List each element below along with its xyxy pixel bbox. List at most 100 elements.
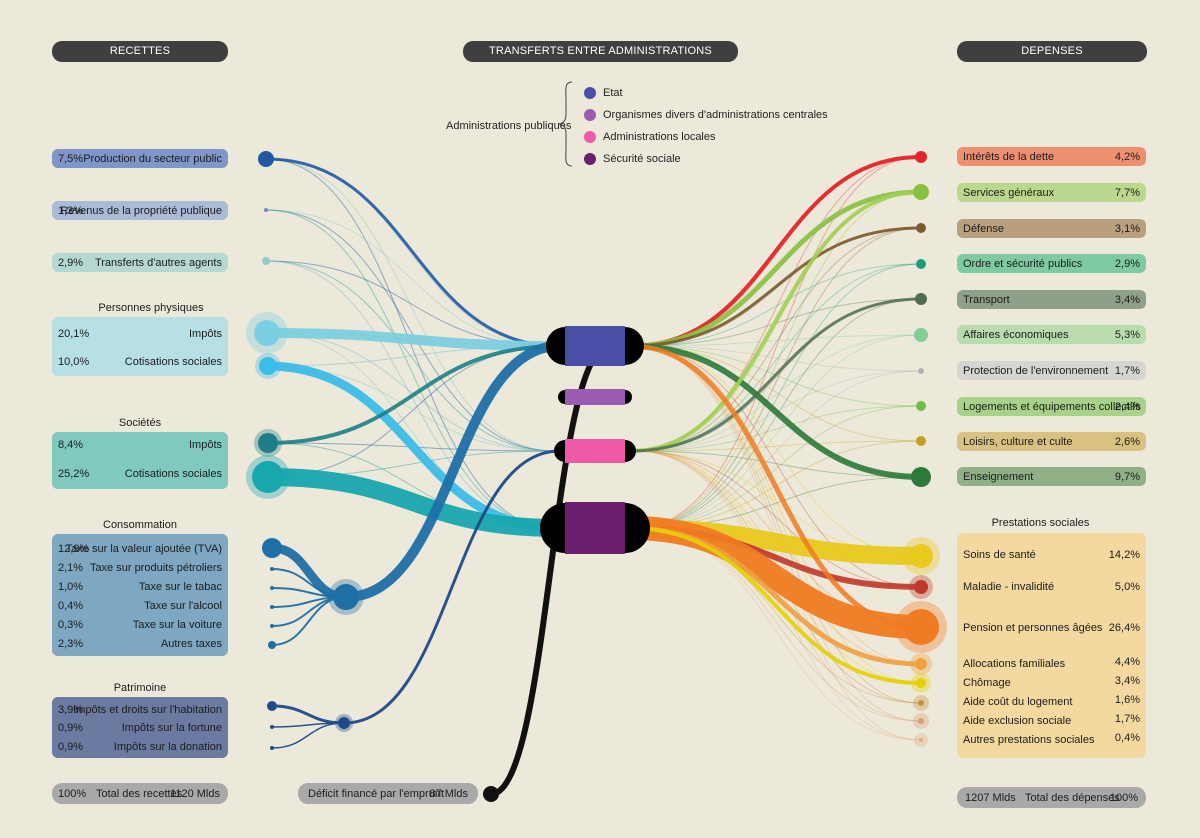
total-depenses: 1207 Mlds Total des dépenses 100% <box>957 787 1146 808</box>
flow-line <box>634 440 922 452</box>
flow-defense <box>628 226 923 348</box>
depense-pct: 2,4% <box>1114 401 1140 413</box>
node-exclusion <box>918 718 924 724</box>
flow-line <box>634 334 922 452</box>
recette-label: Taxe sur la voiture <box>132 619 222 631</box>
node-depense <box>915 151 927 163</box>
total-recettes: 100% Total des recettes 1120 Mlds <box>52 783 228 804</box>
node-depense <box>916 223 926 233</box>
flow-line <box>265 209 556 529</box>
depense-ordre-securite: Ordre et sécurité publics 2,9% <box>957 254 1146 273</box>
node-pension <box>903 609 939 645</box>
node-patrimoine <box>338 717 350 729</box>
flow-chomage <box>628 526 923 685</box>
flow-line <box>634 191 922 529</box>
node-depense <box>911 467 931 487</box>
recette-label: Impôts <box>188 328 222 340</box>
recette-label: Impôts <box>188 439 222 451</box>
legend-dot-etat <box>584 87 596 99</box>
recette-pct: 12,9% <box>58 543 90 555</box>
flow-enseignement <box>627 343 924 480</box>
prestation-pct: 0,4% <box>1114 732 1140 744</box>
recette-label: Autres taxes <box>160 638 222 650</box>
prestation-pct: 5,0% <box>1114 581 1140 593</box>
recette-pct: 2,1% <box>58 562 84 574</box>
recette-pct: 7,5% <box>58 153 84 165</box>
node-fortune <box>270 725 274 729</box>
node-sante <box>909 544 933 568</box>
depense-pct: 3,1% <box>1114 223 1140 235</box>
flow-deficit <box>488 343 613 797</box>
prestation-label: Allocations familiales <box>963 658 1066 670</box>
depense-label: Intérêts de la dette <box>963 151 1055 163</box>
group-title-patrimoine: Patrimoine <box>113 682 167 694</box>
deficit-value: 87 Mlds <box>429 788 468 800</box>
hub-etat-body <box>565 326 625 366</box>
depense-pct: 3,4% <box>1114 294 1140 306</box>
node-conso-small <box>270 586 274 590</box>
node-depense <box>918 368 924 374</box>
flow-production <box>264 157 562 348</box>
node-deficit <box>483 786 499 802</box>
flow-line <box>634 370 922 529</box>
flow-line <box>634 156 922 529</box>
header-transferts: TRANSFERTS ENTRE ADMINISTRATIONS <box>463 41 738 62</box>
depense-pct: 1,7% <box>1114 365 1140 377</box>
flow-consommation <box>341 341 565 602</box>
depense-logements: Logements et équipements collectifs 2,4% <box>957 397 1146 416</box>
flow-line <box>265 209 556 452</box>
group-title-personnes: Personnes physiques <box>98 302 204 314</box>
recette-label: Production du secteur public <box>83 153 222 165</box>
depense-label: Services généraux <box>963 187 1055 199</box>
depense-loisirs: Loisirs, culture et culte 2,6% <box>957 432 1146 451</box>
legend-item-apul: Administrations locales <box>603 131 716 143</box>
total-depenses-pct: 100% <box>1109 792 1138 804</box>
node-chomage <box>916 678 926 688</box>
recette-pct: 3,9% <box>58 704 84 716</box>
depense-interets-dette: Intérêts de la dette 4,2% <box>957 147 1146 166</box>
node-depense <box>916 401 926 411</box>
prestation-pct: 14,2% <box>1108 549 1140 561</box>
node-maladie <box>914 580 928 594</box>
prestation-pct: 1,6% <box>1114 694 1140 706</box>
flow-patrimoine <box>342 449 562 725</box>
group-prestations: Soins de santé 14,2% Maladie - invalidit… <box>957 533 1146 758</box>
prestation-pct: 4,4% <box>1114 656 1140 668</box>
node-consommation <box>333 584 359 610</box>
node-conso-small <box>270 605 274 609</box>
recette-pct: 8,4% <box>58 439 84 451</box>
flow-line <box>266 332 556 452</box>
prestation-label: Aide exclusion sociale <box>963 715 1072 727</box>
depense-label: Défense <box>963 223 1004 235</box>
depense-pct: 2,9% <box>1114 258 1140 270</box>
flow-line <box>634 345 922 588</box>
flow-soc-impots <box>266 344 562 445</box>
flow-line <box>265 158 556 347</box>
prestation-label: Chômage <box>963 677 1011 689</box>
depense-transport: Transport 3,4% <box>957 290 1146 309</box>
prestation-label: Pension et personnes âgées <box>963 622 1103 634</box>
recette-label: Impôts sur la donation <box>113 741 222 753</box>
flow-line <box>634 345 922 372</box>
flow-line <box>634 450 922 478</box>
hub-apul-body <box>565 439 625 463</box>
recette-label: Impôts et droits sur l'habitation <box>73 704 222 716</box>
total-recettes-pct: 100% <box>58 788 87 800</box>
group-personnes: 20,1% Impôts 10,0% Cotisations sociales <box>52 317 228 376</box>
flow-line <box>634 227 922 529</box>
node-ip-impots <box>254 320 280 346</box>
node-soc-impots <box>258 433 278 453</box>
flow-line <box>634 345 922 407</box>
recette-pct: 0,4% <box>58 600 84 612</box>
flow-line <box>634 334 922 347</box>
recette-label: Taxe sur le tabac <box>138 581 222 593</box>
node-depense <box>916 259 926 269</box>
depense-services-generaux: Services généraux 7,7% <box>957 183 1146 202</box>
header-depenses: DEPENSES <box>957 41 1147 62</box>
node-depense <box>915 293 927 305</box>
depense-environnement: Protection de l'environnement 1,7% <box>957 361 1146 380</box>
flow-line <box>634 405 922 452</box>
group-consommation: 12,9% Taxe sur la valeur ajoutée (TVA) 2… <box>52 534 228 656</box>
depense-label: Protection de l'environnement <box>963 365 1109 377</box>
flow-services <box>627 189 924 349</box>
